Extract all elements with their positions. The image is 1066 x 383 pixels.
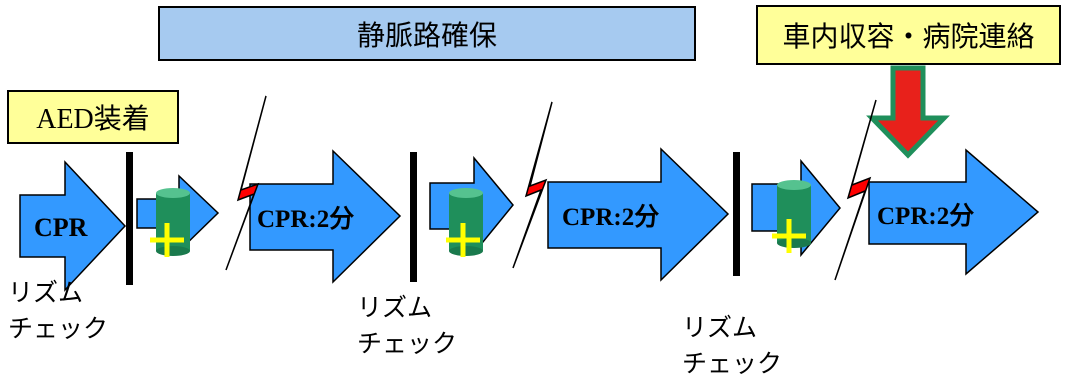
aed-attach-box: AED装着 [7,90,179,144]
rhythm-check-label: リズム チェック [682,313,783,378]
cpr-arrow-label: CPR:2分 [257,205,354,233]
rhythm-check-label: リズム チェック [357,293,458,358]
cpr-arrow-label: CPR [34,213,88,242]
cpr-arrow-label: CPR:2分 [562,203,659,231]
plus-icon [150,223,184,257]
iv-access-label: 静脈路確保 [356,18,497,52]
drug-cylinder-icon [777,180,811,248]
aed-attach-label: AED装着 [36,104,150,135]
plus-icon [446,223,480,257]
down-arrow-icon [866,65,950,159]
cpr-arrow [19,160,127,292]
drug-cylinder-icon [156,188,190,256]
rhythm-check-bar [733,152,740,276]
cpr-arrow [868,148,1040,276]
shock-lightning-icon [834,99,877,281]
drug-cylinder-icon [449,188,483,256]
transport-box: 車内収容・病院連絡 [756,5,1061,65]
transport-label: 車内収容・病院連絡 [782,20,1035,53]
rhythm-check-bar [126,152,133,285]
rhythm-check-label: リズム チェック [8,278,109,343]
shock-lightning-icon [225,95,267,271]
iv-access-box: 静脈路確保 [158,6,696,61]
plus-icon [772,219,806,253]
cpr-arrow [249,149,402,284]
cpr-arrow-label: CPR:2分 [877,202,974,230]
cpr-arrow [547,147,730,282]
shock-lightning-icon [512,101,553,269]
rhythm-check-bar [410,152,417,282]
